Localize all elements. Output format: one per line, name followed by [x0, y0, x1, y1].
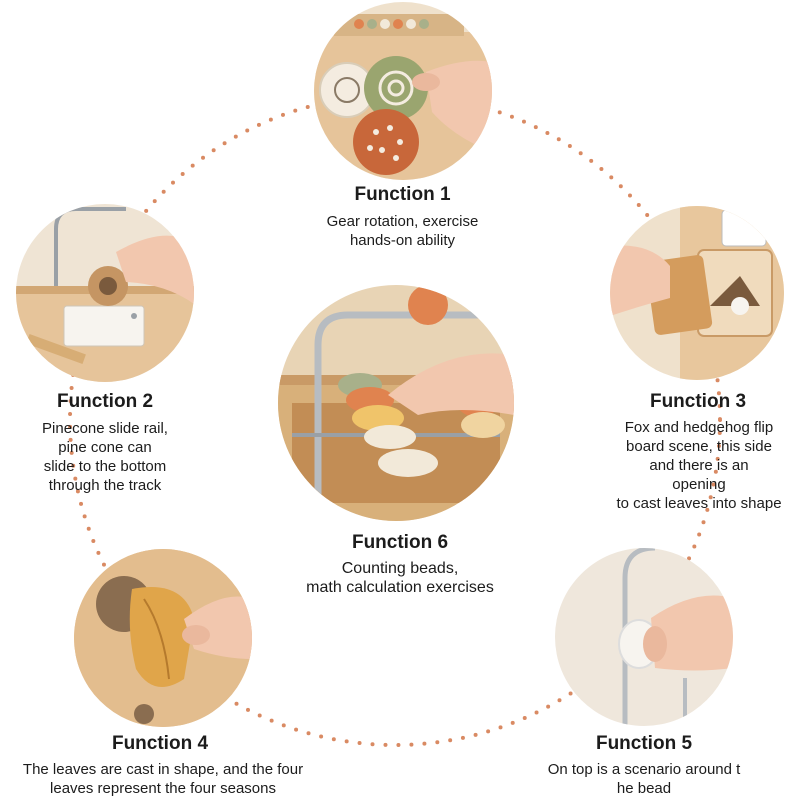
function-6-photo — [278, 285, 514, 521]
function-1-title: Function 1 — [354, 184, 451, 205]
function-4-description: The leaves are cast in shape, and the fo… — [22, 761, 304, 797]
function-4-photo — [74, 549, 252, 727]
function-2-photo — [16, 204, 194, 382]
function-2-title: Function 2 — [56, 391, 154, 412]
function-3-photo — [610, 206, 784, 380]
function-6-description: Counting beads,math calculation exercise… — [306, 560, 494, 596]
function-2-description: Pinecone slide rail,pine cone can slide … — [42, 420, 168, 494]
function-4-title: Function 4 — [111, 733, 209, 754]
function-5-title: Function 5 — [595, 733, 693, 754]
function-3-title: Function 3 — [649, 391, 747, 412]
function-1-photo — [314, 2, 492, 180]
function-5-photo — [555, 548, 733, 726]
function-6-title: Function 6 — [351, 532, 449, 553]
